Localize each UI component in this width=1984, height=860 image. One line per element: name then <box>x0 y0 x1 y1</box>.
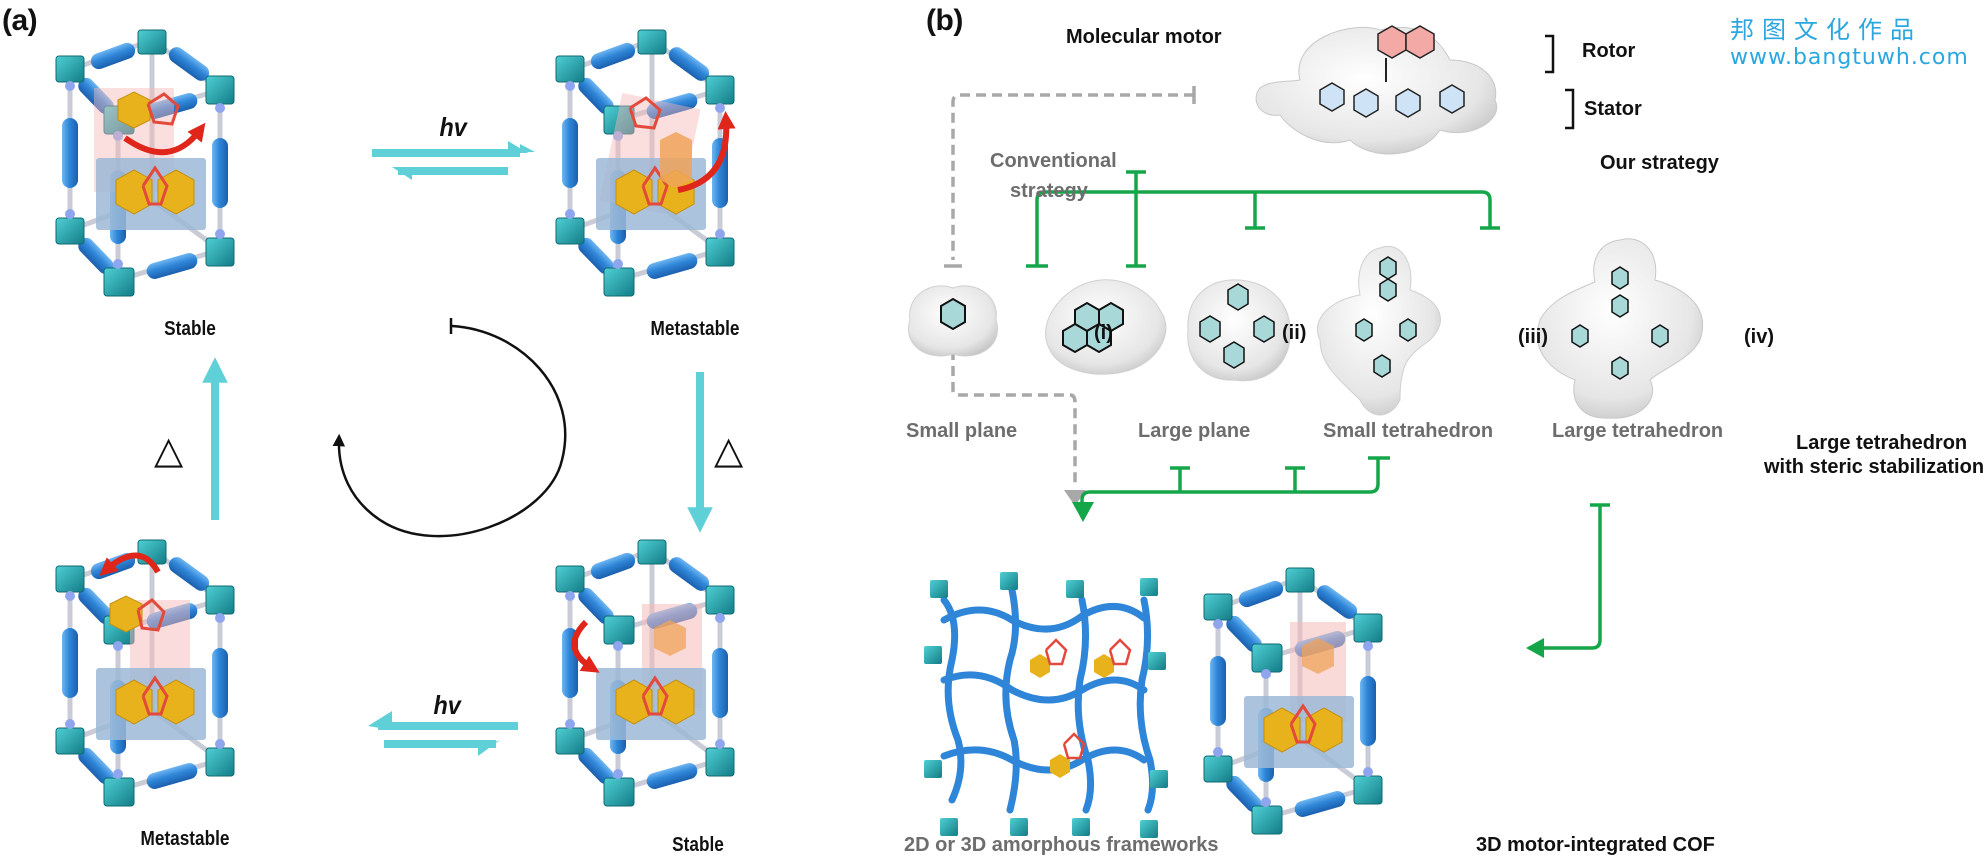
cof-cage-metastable-top-right <box>556 30 734 296</box>
building-block-small-tetrahedron <box>1187 279 1291 382</box>
conventional-strategy-line1: Conventional <box>990 150 1117 172</box>
our-strategy-tree <box>1035 172 1602 650</box>
rotation-arrow-icon <box>99 552 161 576</box>
rotation-arrow-icon <box>123 122 206 156</box>
cof-cage-metastable-bottom-left <box>56 540 234 806</box>
building-block-large-tetrahedron <box>1316 245 1441 416</box>
state-label-stable-top: Stable <box>164 318 216 340</box>
rotor-label: Rotor <box>1582 40 1636 62</box>
equilibrium-arrows-top <box>372 141 535 180</box>
building-block-small-plane <box>908 285 998 357</box>
molecular-motor-structure <box>1255 25 1498 155</box>
panel-a-label: (a) <box>2 4 38 37</box>
panel-b-label: (b) <box>926 4 963 37</box>
grey-arrowhead-icon <box>1064 490 1086 506</box>
watermark-line2: www.bangtuwh.com <box>1730 45 1969 70</box>
conventional-strategy-line2: strategy <box>1010 180 1088 202</box>
block-label-steric-line2: with steric stabilization <box>1764 456 1984 478</box>
stator-label: Stator <box>1584 98 1642 120</box>
rotation-arrow-icon <box>677 111 736 193</box>
index-i: (i) <box>1094 322 1113 344</box>
block-label-large-tetrahedron: Large tetrahedron <box>1552 420 1724 442</box>
state-label-stable-bottom: Stable <box>672 834 724 856</box>
cof-cage-stable-bottom-right <box>556 540 734 806</box>
rotor-bracket <box>1545 34 1555 74</box>
outcome-amorphous-label: 2D or 3D amorphous frameworks <box>904 834 1219 856</box>
rotor-ring <box>117 91 151 129</box>
index-ii: (ii) <box>1282 322 1307 344</box>
index-iii: (iii) <box>1518 326 1548 348</box>
building-block-large-plane <box>1045 279 1167 375</box>
cycle-arrow-icon <box>332 324 567 538</box>
delta-label-left: △ <box>154 428 184 472</box>
state-label-metastable-top: Metastable <box>650 318 740 340</box>
cof-cage-stable-top-left <box>56 30 234 296</box>
watermark: 邦图文化作品 www.bangtuwh.com <box>1730 10 1969 70</box>
watermark-line1: 邦图文化作品 <box>1730 16 1922 44</box>
outcome-cof-label: 3D motor-integrated COF <box>1476 834 1715 856</box>
our-strategy-label: Our strategy <box>1600 152 1719 174</box>
motor-integrated-cof-illustration <box>1204 568 1382 834</box>
amorphous-framework-illustration <box>924 572 1168 838</box>
conventional-path <box>951 93 1194 488</box>
building-block-large-tetrahedron-steric <box>1536 238 1704 419</box>
rotation-arrow-icon <box>571 619 600 673</box>
green-arrowhead-icon <box>1072 502 1094 522</box>
block-label-small-tetrahedron: Small tetrahedron <box>1323 420 1494 442</box>
block-label-small-plane: Small plane <box>906 420 1018 442</box>
block-label-large-plane: Large plane <box>1138 420 1251 442</box>
molecular-motor-title: Molecular motor <box>1066 26 1222 48</box>
index-iv: (iv) <box>1744 326 1774 348</box>
hv-label-bottom: hv <box>433 690 461 720</box>
delta-label-right: △ <box>714 428 744 472</box>
hv-label-top: hv <box>439 112 467 142</box>
stator-bracket <box>1565 88 1575 130</box>
equilibrium-arrows-bottom <box>368 711 518 756</box>
state-label-metastable-bottom: Metastable <box>140 828 230 850</box>
green-arrowhead-icon <box>1526 638 1544 658</box>
block-label-steric-line1: Large tetrahedron <box>1796 432 1968 454</box>
